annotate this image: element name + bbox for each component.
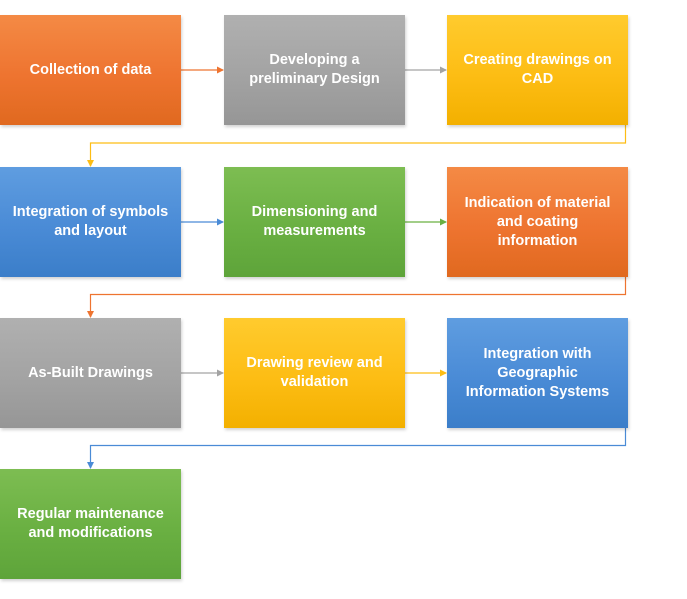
step-label: Regular maintenance and modifications (17, 506, 164, 541)
step-as-built-drawings: As-Built Drawings (0, 318, 181, 428)
step-label: Creating drawings on CAD (463, 52, 612, 87)
step-label: Integration of symbols and layout (12, 204, 169, 239)
step-label: Drawing review and validation (246, 355, 383, 390)
step-preliminary-design: Developing a preliminary Design (224, 15, 405, 125)
step-symbols-layout: Integration of symbols and layout (0, 167, 181, 277)
step-material-coating: Indication of material and coating infor… (447, 167, 628, 277)
step-maintenance: Regular maintenance and modifications (0, 469, 181, 579)
step-label: Dimensioning and measurements (251, 204, 378, 239)
connector-arrow (87, 125, 627, 167)
connector-arrow (87, 428, 627, 469)
step-gis-integration: Integration with Geographic Information … (447, 318, 628, 428)
step-label: Collection of data (29, 61, 152, 78)
step-label: As-Built Drawings (28, 364, 153, 381)
step-review-validation: Drawing review and validation (224, 318, 405, 428)
step-dimensioning: Dimensioning and measurements (224, 167, 405, 277)
step-label: Integration with Geographic Information … (465, 345, 610, 400)
step-label: Indication of material and coating infor… (464, 194, 611, 249)
step-cad-drawings: Creating drawings on CAD (447, 15, 628, 125)
step-collection-of-data: Collection of data (0, 15, 181, 125)
connector-arrow (87, 277, 627, 318)
step-label: Developing a preliminary Design (249, 52, 380, 87)
